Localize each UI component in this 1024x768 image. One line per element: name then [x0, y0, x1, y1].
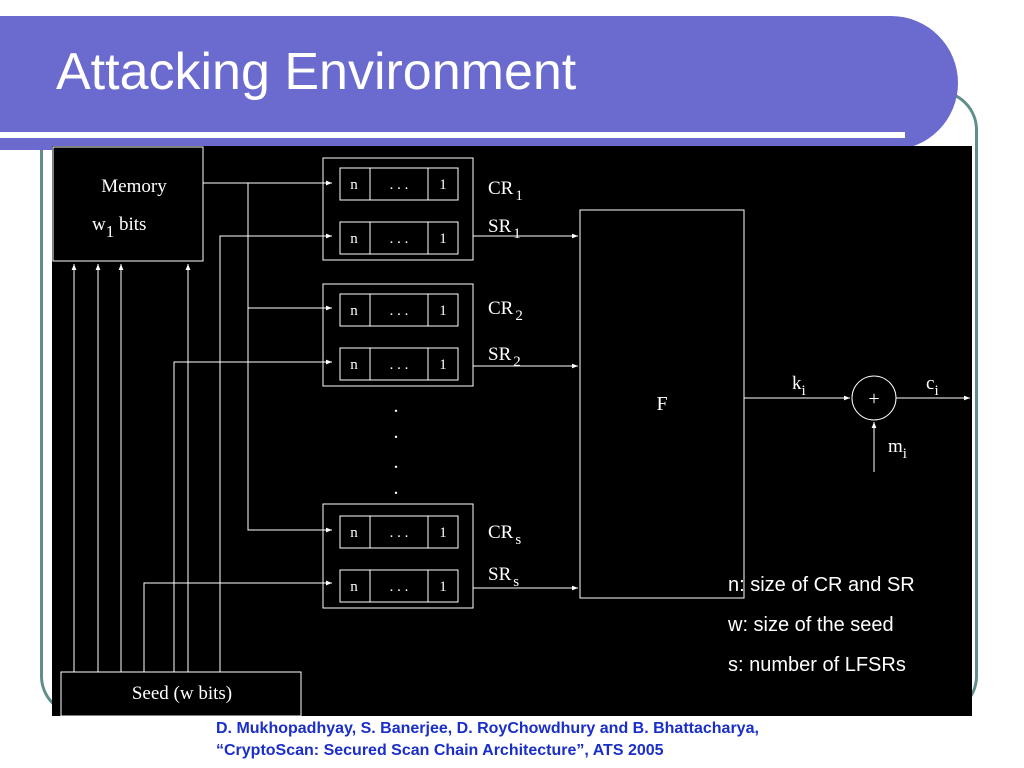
register-cell-dots: . . . — [390, 579, 409, 595]
register-cell-dots: . . . — [390, 525, 409, 541]
wire-seed-sr2 — [173, 359, 332, 672]
register-cell-dots: . . . — [390, 231, 409, 247]
register-cell-msb: n — [350, 231, 358, 247]
register-cell-lsb: 1 — [439, 357, 447, 373]
wire-seed-sr1 — [219, 233, 332, 672]
register-cell-lsb: 1 — [439, 231, 447, 247]
notes-legend: n: size of CR and SR w: size of the seed… — [728, 574, 968, 694]
register-cell-msb: n — [350, 303, 358, 319]
wire-seed-srs — [143, 580, 332, 672]
register-row-3: n . . . 1 — [339, 293, 459, 327]
continuation-dot-4: . — [394, 477, 399, 499]
register-cells — [339, 293, 459, 327]
register-cell-msb: n — [350, 579, 358, 595]
register-row-1: n . . . 1 — [339, 167, 459, 201]
citation: D. Mukhopadhyay, S. Banerjee, D. RoyChow… — [216, 718, 936, 762]
citation-title: “CryptoScan: Secured Scan Chain Architec… — [216, 742, 664, 759]
register-cells — [339, 221, 459, 255]
register-row-5: n . . . 1 — [339, 515, 459, 549]
message-label: mi — [888, 436, 907, 462]
citation-authors: D. Mukhopadhyay, S. Banerjee, D. RoyChow… — [216, 720, 759, 737]
register-cell-msb: n — [350, 357, 358, 373]
register-row-2: n . . . 1 — [339, 221, 459, 255]
title-underline — [0, 132, 905, 138]
wire-memory-crs — [247, 183, 332, 533]
register-cells — [339, 347, 459, 381]
function-label: F — [656, 393, 667, 415]
register-row-4: n . . . 1 — [339, 347, 459, 381]
register-cell-lsb: 1 — [439, 579, 447, 595]
register-cell-lsb: 1 — [439, 525, 447, 541]
continuation-dot-2: . — [394, 421, 399, 443]
note-n: n: size of CR and SR — [728, 574, 915, 596]
note-s: s: number of LFSRs — [728, 654, 906, 676]
xor-symbol: + — [868, 388, 879, 410]
seed-label: Seed (w bits) — [132, 683, 232, 704]
continuation-dot-3: . — [394, 451, 399, 473]
register-cell-lsb: 1 — [439, 303, 447, 319]
register-cells — [339, 167, 459, 201]
memory-box — [52, 146, 204, 262]
register-cell-dots: . . . — [390, 303, 409, 319]
register-cell-dots: . . . — [390, 177, 409, 193]
diagram-canvas: n. . .1n. . .1n. . .1n. . .1n. . .1n. . … — [52, 146, 970, 716]
slide-title: Attacking Environment — [56, 43, 577, 101]
note-w: w: size of the seed — [728, 614, 894, 636]
register-cell-lsb: 1 — [439, 177, 447, 193]
register-cell-dots: . . . — [390, 357, 409, 373]
seed-box — [60, 671, 302, 716]
title-bar — [0, 16, 958, 150]
memory-label: Memory — [101, 176, 167, 197]
continuation-dot-1: . — [394, 395, 399, 417]
register-cells — [339, 515, 459, 549]
register-cell-msb: n — [350, 177, 358, 193]
keystream-label: ki — [792, 373, 806, 399]
ciphertext-label: ci — [926, 373, 939, 399]
function-block — [579, 209, 745, 599]
register-cell-msb: n — [350, 525, 358, 541]
register-group-s — [322, 503, 474, 609]
register-group-1 — [322, 157, 474, 261]
register-group-2 — [322, 283, 474, 387]
memory-width-label: w1 bits — [92, 214, 146, 241]
register-cells — [339, 569, 459, 603]
register-row-6: n . . . 1 — [339, 569, 459, 603]
